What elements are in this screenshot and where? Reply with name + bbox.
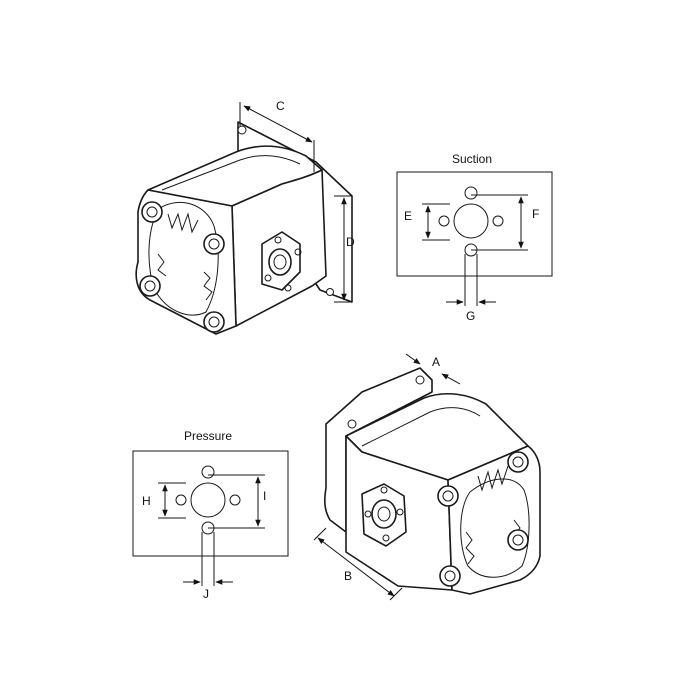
cover-bolt: [139, 275, 161, 297]
cover-bolt: [437, 485, 459, 507]
pump-top-view: C D: [135, 99, 355, 335]
dimension-a: A: [405, 353, 461, 385]
pressure-title: Pressure: [184, 429, 232, 443]
cover-bolt: [507, 451, 529, 473]
cover-bolt: [439, 565, 461, 587]
label-d: D: [346, 235, 355, 249]
pressure-hole-left: [175, 494, 187, 506]
label-j: J: [203, 587, 209, 601]
suction-title: Suction: [452, 152, 492, 166]
label-c: C: [276, 99, 285, 113]
label-e: E: [404, 209, 412, 223]
label-a: A: [432, 355, 440, 369]
cover-bolt: [141, 201, 163, 223]
pump-bottom-view: A B: [313, 353, 541, 601]
suction-frame: [396, 171, 553, 277]
pressure-port-view: Pressure H I J: [132, 429, 289, 601]
pressure-frame: [132, 450, 289, 557]
flange-bolt-hole: [326, 288, 334, 296]
suction-port-circle: [453, 203, 489, 239]
dimension-c: C: [239, 99, 315, 172]
suction-hole-top: [464, 186, 478, 200]
suction-port-view: Suction E F G: [396, 152, 553, 323]
suction-hole-left: [438, 215, 450, 227]
label-i: I: [263, 489, 266, 503]
cover-bolt: [203, 311, 225, 333]
side-port: [261, 231, 302, 292]
cover-bolt: [507, 529, 529, 551]
pressure-hole-right: [229, 494, 241, 506]
label-g: G: [466, 309, 475, 323]
dimension-b: B: [313, 527, 403, 601]
front-cover: [135, 189, 237, 335]
label-b: B: [344, 569, 352, 583]
pressure-port-circle: [190, 482, 226, 518]
flange-bolt-hole: [237, 125, 247, 135]
dimension-d: D: [334, 195, 355, 303]
flange-bolt-hole: [415, 375, 425, 385]
front-cover-lobe: [460, 478, 530, 578]
front-cover-lobe: [148, 201, 219, 316]
mounting-flange: [324, 367, 433, 533]
side-port: [361, 483, 407, 547]
suction-hole-right: [492, 215, 504, 227]
pressure-hole-top: [201, 465, 215, 479]
label-h: H: [142, 494, 151, 508]
cover-bolt: [203, 233, 225, 255]
flange-bolt-hole: [347, 419, 357, 429]
label-f: F: [532, 207, 539, 221]
